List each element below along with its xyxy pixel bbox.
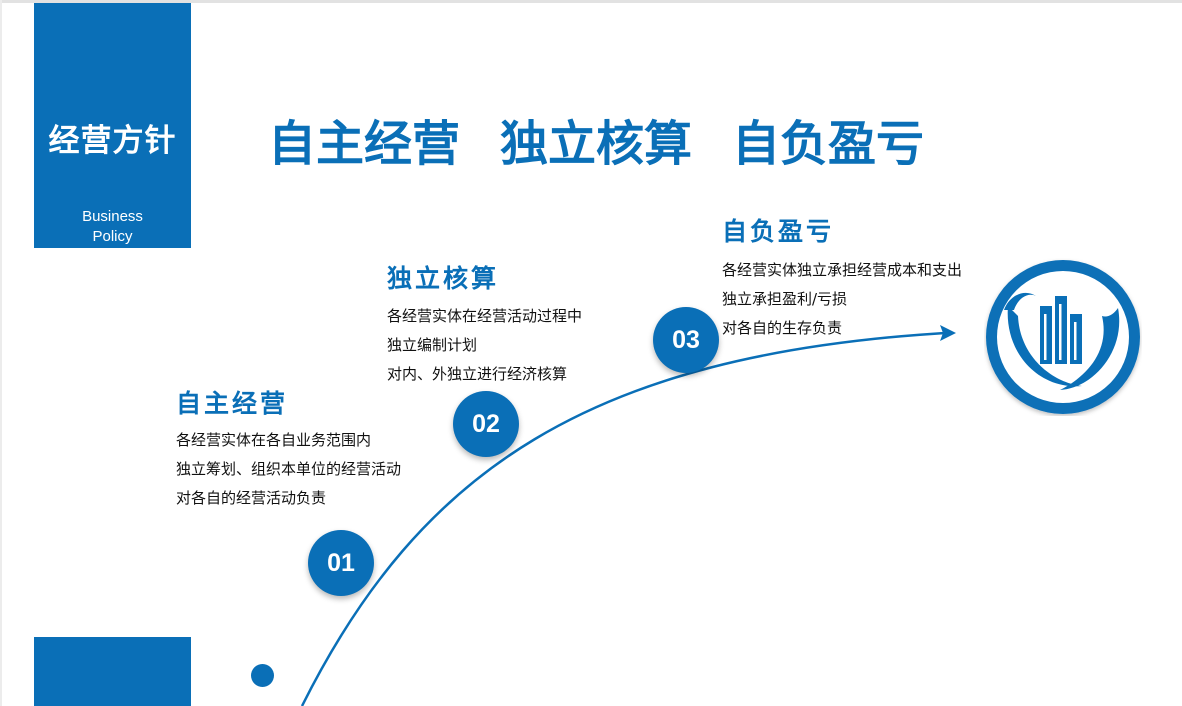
headline-part-3: 自负盈亏 xyxy=(732,116,925,172)
step-1-description: 各经营实体在各自业务范围内 独立筹划、组织本单位的经营活动 对各自的经营活动负责 xyxy=(176,426,401,513)
step-3-number-badge: 03 xyxy=(653,307,719,373)
left-border xyxy=(0,0,2,706)
step-1-line-1: 各经营实体在各自业务范围内 xyxy=(176,431,372,449)
step-3-line-3: 对各自的生存负责 xyxy=(722,319,843,337)
step-1-number-badge: 01 xyxy=(308,530,374,596)
sidebar-title: 经营方针 xyxy=(48,123,177,159)
page-headline: 自主经营独立核算自负盈亏 xyxy=(268,104,964,174)
bottom-accent-block xyxy=(34,637,191,706)
sidebar-subtitle-line2: Policy xyxy=(92,228,133,245)
step-2-number-badge: 02 xyxy=(453,391,519,457)
step-3-line-2: 独立承担盈利/亏损 xyxy=(722,290,848,308)
step-3-description: 各经营实体独立承担经营成本和支出 独立承担盈利/亏损 对各自的生存负责 xyxy=(722,256,962,343)
headline-part-2: 独立核算 xyxy=(500,116,693,172)
step-2-line-3: 对内、外独立进行经济核算 xyxy=(387,365,568,383)
top-border xyxy=(0,0,1182,3)
step-2-line-2: 独立编制计划 xyxy=(387,336,478,354)
sidebar-subtitle: Business Policy xyxy=(34,207,191,247)
company-logo-icon xyxy=(986,260,1140,414)
curve-start-dot xyxy=(251,664,274,687)
step-2-description: 各经营实体在经营活动过程中 独立编制计划 对内、外独立进行经济核算 xyxy=(387,302,582,389)
sidebar-panel: 经营方针 Business Policy xyxy=(34,3,191,248)
headline-part-1: 自主经营 xyxy=(268,116,461,172)
step-2-line-1: 各经营实体在经营活动过程中 xyxy=(387,307,583,325)
step-3-title: 自负盈亏 xyxy=(722,217,835,246)
step-1-line-3: 对各自的经营活动负责 xyxy=(176,489,327,507)
step-1-title: 自主经营 xyxy=(176,389,289,418)
step-2-title: 独立核算 xyxy=(387,264,500,293)
step-1-line-2: 独立筹划、组织本单位的经营活动 xyxy=(176,460,402,478)
step-3-line-1: 各经营实体独立承担经营成本和支出 xyxy=(722,261,963,279)
sidebar-subtitle-line1: Business xyxy=(82,208,143,225)
